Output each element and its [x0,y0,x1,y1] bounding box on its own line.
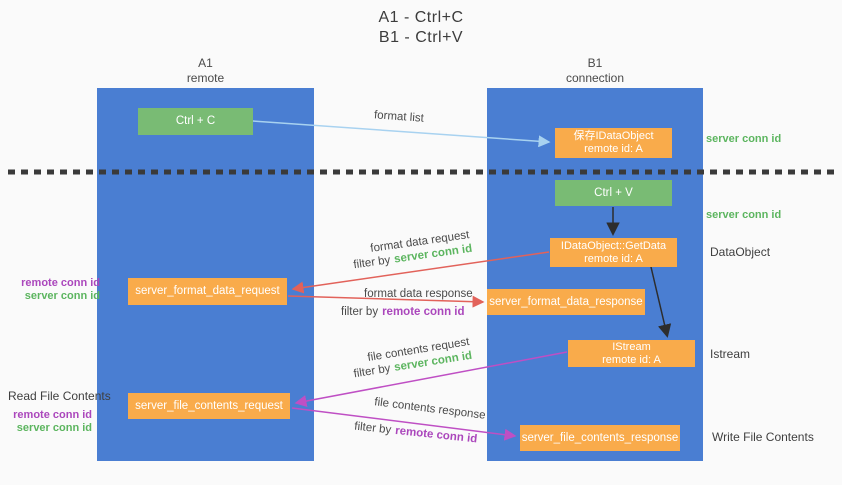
node-istream-line2: remote id: A [602,353,661,366]
node-save-dataobject: 保存IDataObject remote id: A [555,128,672,158]
server-conn-id-label: server conn id [16,422,92,434]
node-file-response-label: server_file_contents_response [521,431,679,444]
annotation-conn-ids-file: remote conn id server conn id [13,409,92,435]
node-server-format-data-request: server_format_data_request [128,278,287,305]
annotation-write-file-contents: Write File Contents [712,430,814,444]
annotation-istream: Istream [710,347,751,361]
node-getdata-line2: remote id: A [584,252,643,265]
participant-b-role: connection [565,71,625,85]
node-ctrl-v-label: Ctrl + V [594,186,633,199]
server-conn-id-label: server conn id [24,290,100,302]
remote-conn-id-label: remote conn id [13,409,92,421]
participant-b-header: B1 connection [487,56,703,86]
remote-conn-id-text: remote conn id [394,424,478,446]
node-istream-line1: IStream [612,340,651,353]
annotation-dataobject: DataObject [710,245,771,259]
annotation-conn-ids-format: remote conn id server conn id [21,277,100,303]
node-istream: IStream remote id: A [568,340,695,367]
annotation-server-conn-id-mid: server conn id [706,209,782,221]
filter-by-text: filter by [353,420,392,437]
remote-conn-id-text: remote conn id [382,306,465,318]
node-ctrl-v: Ctrl + V [555,180,672,206]
label-format-list: format list [373,109,425,125]
node-getdata-line1: IDataObject::GetData [560,239,667,252]
participant-a-role: remote [186,71,225,85]
remote-conn-id-label: remote conn id [21,277,100,289]
diagram-title: A1 - Ctrl+C B1 - Ctrl+V [0,8,842,48]
node-ctrl-c-label: Ctrl + C [175,115,216,127]
node-file-request-label: server_file_contents_request [135,399,283,412]
participant-a-header: A1 remote [97,56,314,86]
filter-by-text: filter by [352,362,392,381]
label-file-contents-response: file contents response [373,396,487,422]
title-line-1: A1 - Ctrl+C [378,9,464,26]
filter-by-text: filter by [352,254,392,272]
label-format-data-response: format data response [364,288,473,300]
annotation-server-conn-id-top: server conn id [706,133,782,145]
title-line-2: B1 - Ctrl+V [378,29,464,46]
participant-b-name: B1 [587,56,603,70]
node-server-file-contents-request: server_file_contents_request [128,393,290,419]
participant-a-name: A1 [198,56,213,70]
node-server-format-data-response: server_format_data_response [487,289,645,315]
node-format-request-label: server_format_data_request [135,285,280,297]
node-server-file-contents-response: server_file_contents_response [520,425,680,451]
node-ctrl-c: Ctrl + C [138,108,253,135]
annotation-read-file-contents: Read File Contents [8,389,111,403]
node-format-response-label: server_format_data_response [489,295,643,308]
node-save-dataobject-line1: 保存IDataObject [573,130,654,142]
filter-by-text: filter by [341,306,379,318]
node-save-dataobject-line2: remote id: A [584,143,643,155]
node-idataobject-getdata: IDataObject::GetData remote id: A [550,238,677,267]
